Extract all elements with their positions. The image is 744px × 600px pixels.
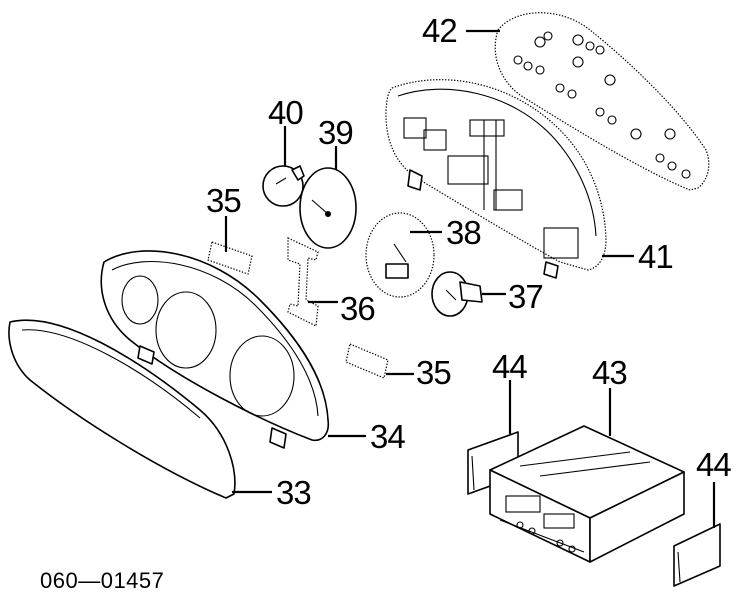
part-44-right-bracket	[673, 523, 721, 587]
label-34: 34	[370, 418, 405, 455]
part-33-cluster-lens	[8, 319, 236, 499]
label-44-left: 44	[492, 348, 527, 385]
part-38-speedometer-face	[365, 212, 435, 298]
label-40: 40	[268, 94, 303, 131]
label-33: 33	[276, 474, 311, 511]
part-36-gasket	[287, 237, 319, 327]
part-40-small-gauge	[262, 165, 305, 207]
part-35-lower-strip	[345, 343, 389, 379]
part-34-meter-housing	[100, 250, 330, 449]
label-35-upper: 35	[206, 182, 241, 219]
part-42-bulb-board	[494, 12, 710, 191]
part-41-circuit-housing	[385, 79, 607, 279]
part-35-upper-strip	[207, 241, 253, 275]
label-37: 37	[508, 278, 543, 315]
label-41: 41	[638, 238, 673, 275]
label-35-lower: 35	[416, 354, 451, 391]
part-39-gauge-face	[299, 167, 357, 249]
label-44-right: 44	[696, 446, 731, 483]
label-39: 39	[318, 114, 353, 151]
label-43: 43	[592, 354, 627, 391]
part-37-small-gauge	[431, 271, 483, 317]
label-38: 38	[446, 214, 481, 251]
drawing-code: 060—01457	[40, 568, 164, 593]
label-36: 36	[340, 290, 375, 327]
part-43-audio-unit	[489, 425, 685, 563]
label-42: 42	[422, 12, 457, 49]
